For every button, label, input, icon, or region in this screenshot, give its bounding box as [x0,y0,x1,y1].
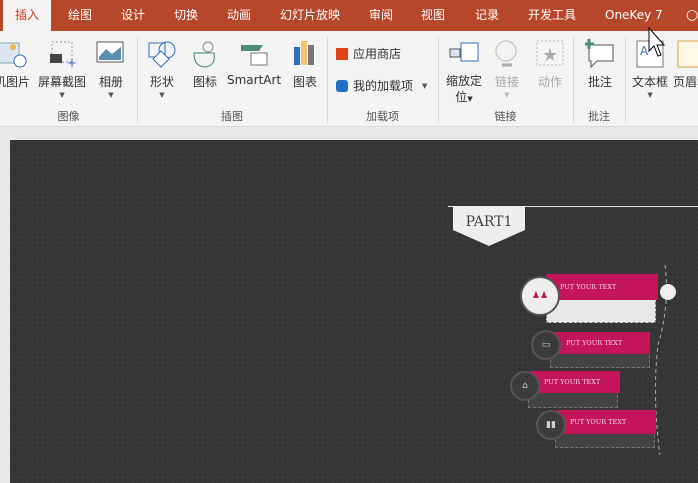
tab-draw[interactable]: 绘图 [68,8,93,22]
divider [137,37,138,123]
label: 图表 [292,75,317,89]
divider [438,37,439,123]
text-item[interactable]: PUT YOUR TEXT [556,410,656,434]
screenshot-icon: + [50,41,77,69]
label: 形状 [149,75,174,89]
label: 屏幕截图 [38,75,87,89]
label: 页眉和 [673,75,698,89]
link-icon [495,40,517,67]
comment-icon [585,39,614,69]
chart-icon [294,41,314,65]
comment-button[interactable]: 批注 [585,39,615,90]
chart-button[interactable]: 图表 [290,39,320,90]
label: 相册 [98,75,123,89]
smartart-icon [241,45,268,66]
shapes-icon [148,41,176,68]
ribbon-strip [546,297,656,323]
picture-icon [0,42,27,68]
album-button[interactable]: 相册 ▼ [96,39,126,100]
tab-developer[interactable]: 开发工具 [528,8,577,22]
tab-animations[interactable]: 动画 [227,8,252,22]
dropdown-caret: ▼ [59,91,65,99]
tab-design[interactable]: 设计 [121,8,146,22]
svg-text:+: + [67,56,77,69]
online-picture-button[interactable]: 机图片 [0,39,30,90]
header-footer-icon [677,40,698,68]
link-button[interactable]: 链接▼ [492,39,522,100]
home-icon: ⌂ [510,371,540,401]
mouse-cursor [648,27,666,57]
group-label-links: 链接 [494,110,517,123]
dropdown-caret: ▼ [159,91,165,99]
icons-button[interactable]: 图标 [190,39,220,90]
album-icon [96,41,124,63]
label: 应用商店 [353,47,402,61]
text-item[interactable]: PUT YOUR TEXT [530,371,620,393]
slide-canvas[interactable]: PART1 PUT YOUR TEXT ♟♟ PUT YOUR TEXT ▭ P… [10,140,698,483]
label: SmartArt [227,73,282,87]
group-label-comments: 批注 [588,110,610,123]
header-footer-button[interactable]: 页眉和 [673,39,698,90]
dropdown-caret: ▼ [108,91,114,99]
bar-chart-icon: ▮▮ [536,410,566,440]
store-icon [336,47,348,60]
label: 动作 [537,75,562,89]
dashed-path [654,265,676,455]
tab-slideshow[interactable]: 幻灯片放映 [280,8,341,22]
team-icon: ♟♟ [520,276,560,316]
divider [573,37,574,123]
tab-review[interactable]: 审阅 [369,8,394,22]
dropdown-caret: ▼ [422,81,428,90]
screenshot-button[interactable]: + 屏幕截图 ▼ [38,39,86,100]
tab-record[interactable]: 记录 [475,8,500,22]
store-button[interactable]: 应用商店 [336,45,401,62]
svg-text:★: ★ [542,45,558,66]
action-button[interactable]: ★ 动作 [535,39,565,90]
tab-view[interactable]: 视图 [421,8,446,22]
label: 我的加载项 [353,79,414,93]
tab-insert[interactable]: 插入 [3,0,52,31]
label: 文本框 [632,75,669,89]
part-label: PART1 [453,206,525,246]
my-addins-button[interactable]: 我的加载项 ▼ [336,77,427,94]
zoom-button[interactable]: 缩放定位▼ [446,39,482,107]
label: 机图片 [0,75,31,89]
zoom-icon [449,42,479,62]
divider [327,37,328,123]
text-item[interactable]: PUT YOUR TEXT [546,274,658,300]
label: 缩放定位 [446,74,483,104]
label: 链接 [494,75,519,89]
ribbon: 机图片 + 屏幕截图 ▼ 相册 ▼ 图像 形状 ▼ 图标 SmartArt 图表 插图… [0,31,698,127]
shapes-button[interactable]: 形状 ▼ [147,39,177,100]
laptop-icon: ▭ [531,330,561,360]
addins-icon [336,79,348,92]
group-label-addins: 加载项 [366,110,399,123]
star-icon: ★ [536,40,564,66]
divider [625,37,626,123]
tab-onekey[interactable]: OneKey 7 [605,8,663,22]
text-item[interactable]: PUT YOUR TEXT [552,332,650,354]
smartart-button[interactable]: SmartArt [227,39,281,87]
label: 图标 [192,75,217,89]
tab-transitions[interactable]: 切换 [174,8,199,22]
svg-text:A: A [640,44,649,58]
group-label-illustrations: 插图 [221,110,243,123]
lightbulb-icon[interactable]: ○ [686,7,698,23]
label: 批注 [587,75,612,89]
ribbon-tabs: 插入 绘图 设计 切换 动画 幻灯片放映 审阅 视图 记录 开发工具 OneKe… [0,0,698,31]
icons-icon [193,41,215,68]
group-label-images: 图像 [57,110,80,123]
divider-line [448,206,698,207]
